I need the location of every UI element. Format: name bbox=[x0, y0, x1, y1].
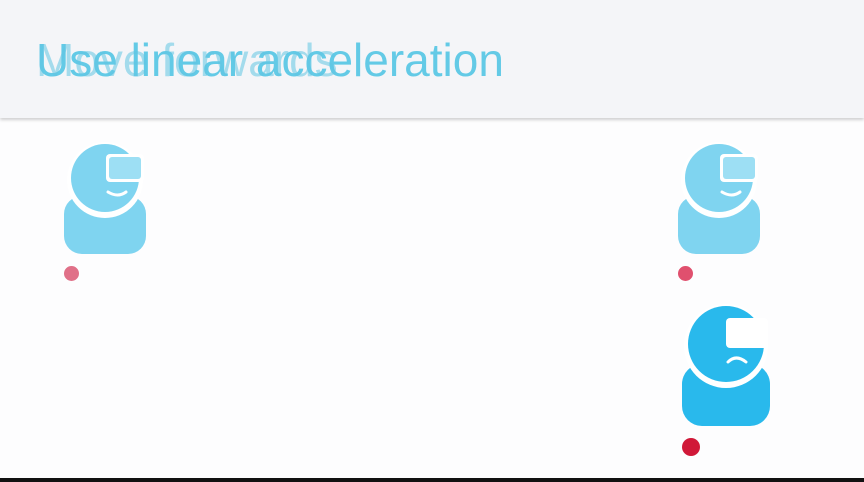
bottom-bar bbox=[0, 478, 864, 482]
position-dot-target bbox=[678, 266, 693, 281]
vr-user-target-icon bbox=[676, 138, 762, 256]
header-bar: Use linear acceleration Move forwards bbox=[0, 0, 864, 118]
vr-user-start-icon bbox=[62, 138, 148, 256]
title-primary: Use linear acceleration bbox=[36, 34, 504, 86]
position-dot-start bbox=[64, 266, 79, 281]
vr-user-moving-icon bbox=[680, 300, 772, 428]
animation-stage bbox=[0, 120, 864, 476]
position-dot-moving bbox=[682, 438, 700, 456]
title-ghost: Move forwards bbox=[36, 34, 338, 86]
